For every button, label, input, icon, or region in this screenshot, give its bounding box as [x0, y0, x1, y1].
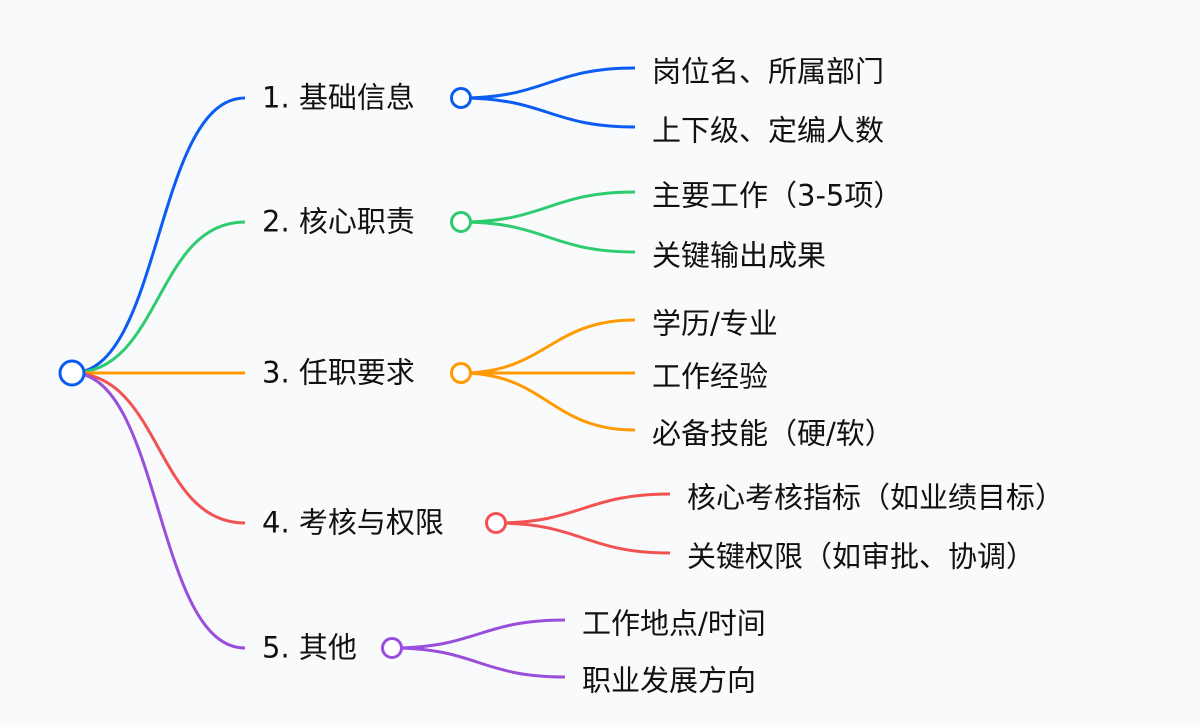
child-connector [495, 521, 671, 555]
child-label[interactable]: 学历/专业 [652, 306, 778, 341]
branch-toggle-circle[interactable] [450, 362, 472, 384]
child-label[interactable]: 工作经验 [652, 359, 769, 394]
root-node-circle[interactable] [58, 359, 86, 387]
child-connector [495, 492, 671, 525]
branch-toggle-circle[interactable] [450, 211, 472, 233]
child-connector [391, 618, 566, 650]
child-label[interactable]: 主要工作（3-5项） [652, 178, 903, 213]
branch-label[interactable]: 1. 基础信息 [262, 80, 415, 115]
child-label[interactable]: 核心考核指标（如业绩目标） [687, 480, 1065, 515]
branch-connector [71, 371, 246, 525]
child-connector [460, 66, 636, 100]
child-label[interactable]: 必备技能（硬/软） [652, 416, 894, 451]
branch-connector [71, 96, 246, 375]
branch-label[interactable]: 4. 考核与权限 [262, 505, 444, 540]
child-connector [460, 318, 636, 375]
branch-toggle-circle[interactable] [381, 637, 403, 659]
child-label[interactable]: 工作地点/时间 [582, 606, 766, 641]
branch-toggle-circle[interactable] [485, 512, 507, 534]
branch-label[interactable]: 5. 其他 [262, 630, 357, 665]
branch-connector [71, 220, 246, 375]
child-connector [391, 646, 566, 679]
child-connector [460, 220, 636, 254]
branch-toggle-circle[interactable] [450, 87, 472, 109]
child-connector [460, 190, 636, 224]
branch-label[interactable]: 3. 任职要求 [262, 355, 415, 390]
child-connector [460, 371, 636, 432]
child-label[interactable]: 职业发展方向 [582, 663, 757, 698]
child-label[interactable]: 关键权限（如审批、协调） [687, 539, 1036, 574]
child-label[interactable]: 关键输出成果 [652, 238, 827, 273]
child-label[interactable]: 岗位名、所属部门 [652, 54, 885, 89]
child-label[interactable]: 上下级、定编人数 [652, 113, 885, 148]
child-connector [460, 96, 636, 129]
branch-connector [71, 371, 246, 650]
branch-label[interactable]: 2. 核心职责 [262, 204, 415, 239]
